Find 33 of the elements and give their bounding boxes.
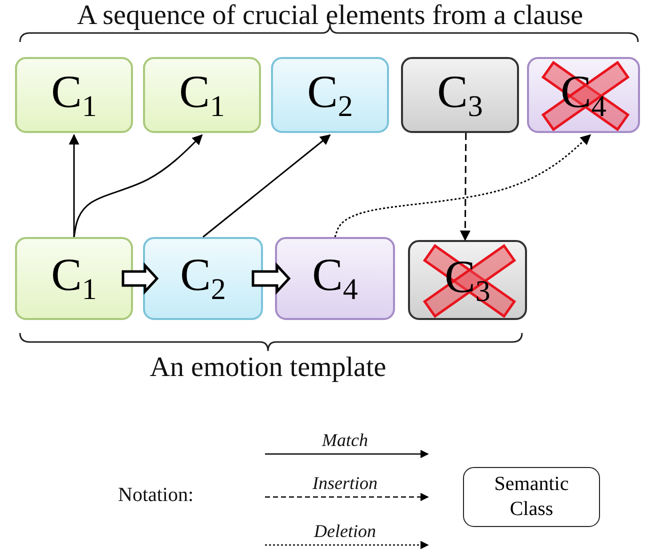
- class-box: [143, 237, 263, 320]
- class-box: [408, 240, 527, 320]
- notation-label: Notation:: [118, 484, 194, 507]
- arrow: [68, 134, 80, 237]
- legend-label: Insertion: [312, 473, 378, 494]
- legend-label: Deletion: [312, 521, 377, 542]
- class-box: [15, 57, 133, 133]
- class-box: [271, 57, 389, 133]
- arrow: [73, 134, 203, 238]
- class-label: C$_{2}$: [180, 252, 226, 305]
- class-label: C$_{4}$: [560, 68, 606, 122]
- class-label: C$_{1}$: [179, 68, 225, 122]
- class-box: [401, 57, 519, 133]
- caption-label: A sequence of crucial elements from a clause: [76, 0, 584, 32]
- class-box: [275, 237, 395, 320]
- arrow: [460, 133, 470, 242]
- semantic-class-box: [463, 467, 600, 527]
- class-label: C$_{3}$: [444, 254, 490, 306]
- class-box: [143, 57, 261, 133]
- class-label: C$_{1}$: [51, 252, 97, 305]
- class-label: C$_{3}$: [437, 68, 483, 122]
- arrow: [334, 134, 592, 238]
- block-arrow: [252, 262, 291, 295]
- class-label: C$_{4}$: [312, 252, 358, 305]
- arrow: [202, 134, 331, 238]
- class-box: [527, 57, 640, 133]
- block-arrow: [122, 262, 159, 295]
- box-label: Semantic Class: [493, 472, 570, 522]
- class-box: [15, 237, 133, 320]
- class-label: C$_{1}$: [51, 68, 97, 122]
- class-label: C$_{2}$: [307, 68, 353, 122]
- caption-label: An emotion template: [148, 352, 388, 384]
- legend-label: Match: [320, 430, 369, 451]
